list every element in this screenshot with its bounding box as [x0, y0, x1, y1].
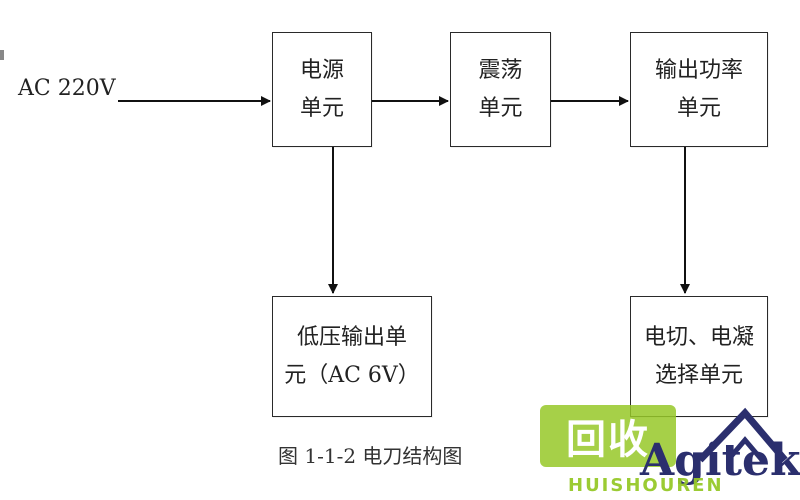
node-output-power-unit: 输出功率 单元 — [630, 32, 768, 147]
watermark-logo-icon — [697, 407, 788, 463]
node-power-line2: 单元 — [299, 95, 344, 121]
node-lowv-line1: 低压输出单 — [296, 324, 407, 350]
node-power-unit: 电源 单元 — [272, 32, 372, 147]
node-osc-line2: 单元 — [478, 95, 523, 121]
input-label: AC 220V — [18, 76, 116, 101]
watermark-site: HUISHOUREN — [568, 475, 724, 496]
node-select-line1: 电切、电凝 — [643, 324, 754, 350]
watermark-badge: 回收 — [540, 405, 676, 467]
node-low-voltage-unit: 低压输出单 元（AC 6V） — [272, 296, 432, 417]
node-output-line2: 单元 — [676, 95, 721, 121]
node-select-line2: 选择单元 — [654, 362, 743, 388]
watermark-brand: Agitek — [640, 435, 800, 486]
node-cut-coag-select-unit: 电切、电凝 选择单元 — [630, 296, 768, 417]
edge-mark — [0, 50, 4, 60]
node-osc-line1: 震荡 — [478, 57, 523, 83]
node-power-line1: 电源 — [299, 57, 344, 83]
figure-caption: 图 1-1-2 电刀结构图 — [278, 444, 463, 468]
node-output-line1: 输出功率 — [654, 57, 743, 83]
node-lowv-line2: 元（AC 6V） — [284, 362, 420, 388]
node-oscillator-unit: 震荡 单元 — [450, 32, 551, 147]
watermark: 回收 Agitek HUISHOUREN — [540, 405, 800, 500]
